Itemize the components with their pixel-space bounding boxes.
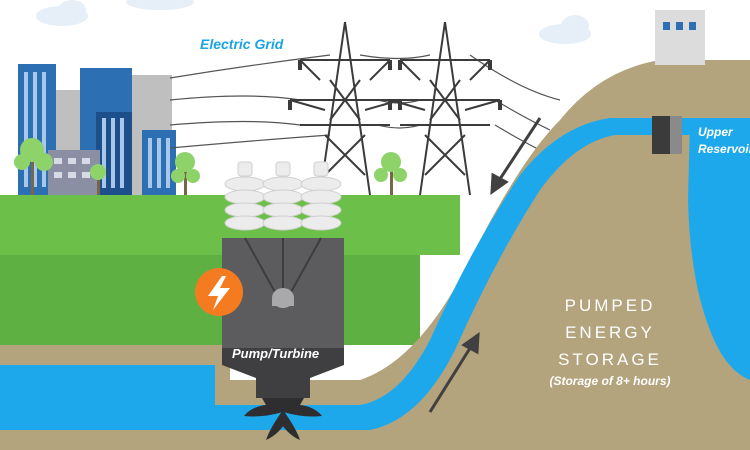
- arrow-up-icon: [461, 331, 480, 355]
- trees: [14, 138, 407, 195]
- clouds: [36, 0, 591, 44]
- flow-arrows: [428, 117, 542, 413]
- storage-subtitle: (Storage of 8+ hours): [549, 374, 671, 388]
- electric-grid-label: Electric Grid: [200, 36, 284, 52]
- lower-water: [0, 408, 200, 430]
- dam-building: [652, 10, 705, 154]
- arrow-down-icon: [490, 172, 509, 196]
- insulator-stacks: [224, 161, 342, 231]
- upper-reservoir-label: Upper Reservoir: [698, 125, 750, 156]
- pump-turbine-label: Pump/Turbine: [232, 346, 320, 361]
- upper-reservoir: [688, 118, 750, 380]
- ground-bottom: [0, 430, 750, 450]
- transmission-tower-icon-2: [389, 21, 501, 196]
- storage-title: PUMPED ENERGY STORAGE: [558, 296, 662, 369]
- water-channel: [0, 118, 700, 430]
- tower-insulators: [288, 60, 502, 110]
- lightning-bolt-icon: [195, 268, 243, 316]
